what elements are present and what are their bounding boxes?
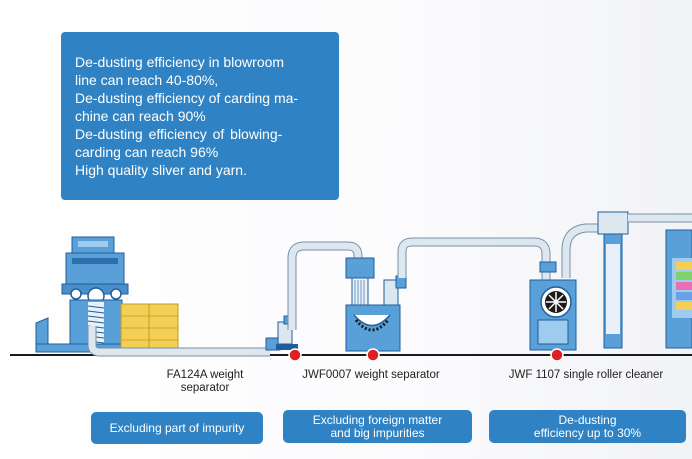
marker-jwf1107 — [550, 348, 564, 362]
jwf0007-separator — [345, 257, 407, 352]
foreign-matter-button-label-2: and big impurities — [330, 425, 425, 440]
feeder-machine — [597, 211, 692, 349]
info-box: De-dusting efficiency in blowroom line c… — [61, 32, 339, 200]
info-line: De-dusting efficiency of blowing- — [75, 126, 283, 142]
de-dusting-button-label-1: De-dusting — [558, 412, 617, 427]
jwf0007-label: JWF0007 weight separator — [302, 369, 440, 381]
fa124a-label-line2: separator — [180, 382, 230, 394]
bale-opener-machine — [35, 236, 137, 353]
foreign-matter-button[interactable]: Excluding foreign matter and big impurit… — [283, 410, 472, 443]
de-dusting-button-label-2: efficiency up to 30% — [533, 425, 642, 440]
de-dusting-button[interactable]: De-dusting efficiency up to 30% — [489, 410, 686, 443]
jwf1107-label: JWF 1107 single roller cleaner — [508, 369, 664, 381]
duct-1 — [87, 326, 270, 357]
fa124a-label-line1: FA124A weight — [166, 369, 244, 381]
marker-jwf0007 — [366, 348, 380, 362]
duct-2 — [287, 241, 363, 330]
info-line: carding can reach 96% — [75, 144, 219, 160]
position-markers — [288, 348, 564, 362]
impurity-button-label: Excluding part of impurity — [109, 420, 245, 435]
impurity-button[interactable]: Excluding part of impurity — [91, 412, 263, 444]
fa124a-label: FA124A weight separator — [150, 369, 260, 395]
info-line: High quality sliver and yarn. — [75, 162, 247, 178]
duct-3 — [397, 237, 551, 280]
info-line: De-dusting efficiency of carding ma- — [75, 90, 299, 106]
marker-fa124a — [288, 348, 302, 362]
jwf1107-cleaner — [529, 223, 600, 351]
info-line: line can reach 40-80%, — [75, 72, 219, 88]
info-line: chine can reach 90% — [75, 108, 206, 124]
info-line: De-dusting efficiency in blowroom — [75, 54, 285, 70]
foreign-matter-button-label-1: Excluding foreign matter — [312, 412, 443, 427]
cotton-bales — [120, 303, 179, 351]
